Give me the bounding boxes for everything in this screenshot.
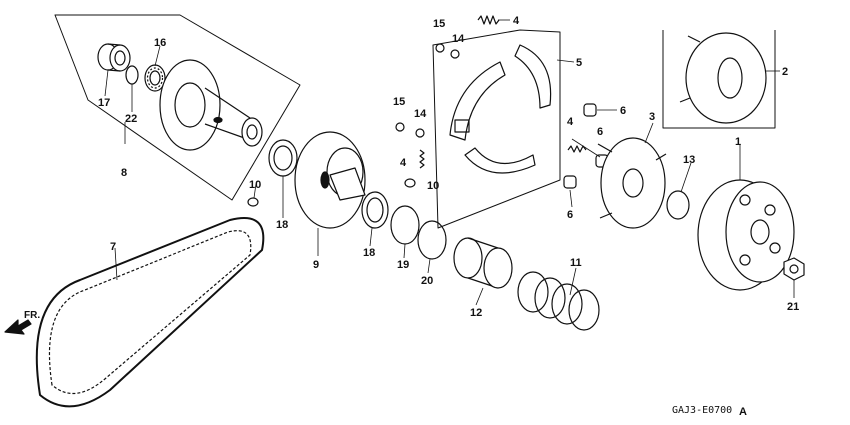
group-outline-2: [662, 30, 776, 129]
lock-nut-21: [783, 257, 805, 281]
group-outline-5: [432, 29, 561, 229]
callout-6-c: 6: [567, 209, 573, 221]
clip-15-a: [435, 43, 445, 53]
callout-10-a: 10: [249, 179, 261, 191]
callout-3: 3: [649, 111, 655, 123]
callout-4-top: 4: [513, 15, 520, 27]
callout-9: 9: [313, 259, 319, 271]
ball-bearing-16: [144, 64, 166, 92]
callout-5: 5: [576, 57, 582, 69]
callout-4-mid: 4: [400, 157, 407, 169]
drive-plate-3: [597, 137, 667, 229]
callout-16: 16: [154, 37, 166, 49]
callout-8: 8: [121, 167, 127, 179]
washer-13: [666, 190, 690, 220]
spring-4-top: [477, 15, 500, 25]
callout-12: 12: [470, 307, 482, 319]
spring-4-mid: [419, 149, 425, 169]
callout-22: 22: [125, 113, 137, 125]
callout-6-a: 6: [620, 105, 626, 117]
front-direction-arrow: [4, 319, 32, 335]
callout-labels: 1 2 3 4 4 4 5 6 6 6 7 8 9 10 10 11 12 13…: [24, 15, 799, 418]
callout-10-b: 10: [427, 180, 439, 192]
callout-18-a: 18: [276, 219, 288, 231]
group-outline-8: [54, 14, 301, 201]
driven-face-8: [159, 59, 263, 151]
callout-6-b: 6: [597, 126, 603, 138]
front-direction-label: FR.: [24, 310, 40, 321]
callout-19: 19: [397, 259, 409, 271]
o-ring-20: [417, 220, 447, 260]
drawing-code: GAJ3-E0700: [672, 405, 732, 416]
callout-4-right: 4: [567, 116, 574, 128]
oil-seal-18-b: [361, 191, 389, 229]
callout-15-b: 15: [393, 96, 405, 108]
driven-face-spring-11: [517, 271, 600, 331]
seal-collar-12: [453, 237, 513, 289]
clutch-outer-1: [697, 179, 795, 291]
drive-belt-7: [35, 217, 265, 408]
callout-13: 13: [683, 154, 695, 166]
callout-11: 11: [570, 257, 582, 269]
clutch-shoe-set-5: [449, 44, 552, 174]
callout-15-a: 15: [433, 18, 445, 30]
washer-14-b: [415, 128, 425, 138]
washer-14-a: [450, 49, 460, 59]
drive-plate-2: [679, 32, 767, 124]
damper-6-c: [563, 175, 577, 189]
leader-lines: [104, 19, 795, 306]
bolt-10-b: [404, 178, 416, 188]
o-ring-19: [390, 205, 420, 245]
movable-driven-face-9: [294, 131, 366, 229]
clip-15-b: [395, 122, 405, 132]
needle-bearing-17: [97, 43, 131, 72]
callout-20: 20: [421, 275, 433, 287]
callout-17: 17: [98, 97, 110, 109]
oil-seal-18-a: [268, 139, 298, 177]
callout-14-b: 14: [414, 108, 427, 120]
damper-6-a: [583, 103, 597, 117]
callout-21: 21: [787, 301, 799, 313]
callout-2: 2: [782, 66, 788, 78]
drawing-suffix: A: [739, 406, 747, 418]
circlip-22: [125, 65, 139, 85]
callout-18-b: 18: [363, 247, 375, 259]
bolt-10-a: [247, 197, 259, 207]
spring-4-right: [567, 145, 587, 153]
callout-14-a: 14: [452, 33, 465, 45]
callout-1: 1: [735, 136, 741, 148]
callout-7: 7: [110, 241, 116, 253]
